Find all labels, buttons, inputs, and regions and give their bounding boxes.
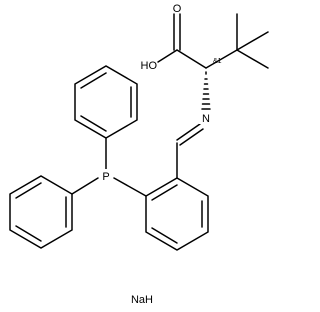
tert-butyl-group (205, 13, 269, 69)
stereo-descriptor-label: &1 (213, 58, 222, 65)
imine-nitrogen-label: N (202, 113, 210, 125)
carbonyl-oxygen-label: O (173, 3, 182, 15)
phenyl-ring-top (74, 65, 138, 139)
bond-n-ch-double-b (179, 128, 204, 146)
bond-aryl-p (113, 177, 147, 197)
chemical-structure-diagram: O HO &1 N P NaH (9, 3, 269, 306)
carboxylic-acid-group (157, 13, 207, 69)
bond-cquat-me-right (236, 31, 269, 51)
hydroxyl-label: HO (141, 60, 158, 72)
aryl-ring (145, 177, 209, 251)
bond-calpha-cquat (205, 49, 238, 69)
bond-n-ch-double-a (176, 123, 201, 141)
phenyl-ring-left (9, 175, 73, 249)
phosphorus-label: P (102, 171, 109, 183)
bond-p-phenyl-left (71, 177, 99, 195)
bond-c-calpha (176, 49, 207, 69)
bond-c-oh (157, 49, 178, 63)
bond-cquat-me-lower (236, 49, 269, 69)
phosphine-bonds (71, 137, 147, 197)
imine-group (176, 123, 204, 179)
counterion-label: NaH (131, 294, 153, 306)
hashed-wedge-bond (201, 71, 211, 110)
